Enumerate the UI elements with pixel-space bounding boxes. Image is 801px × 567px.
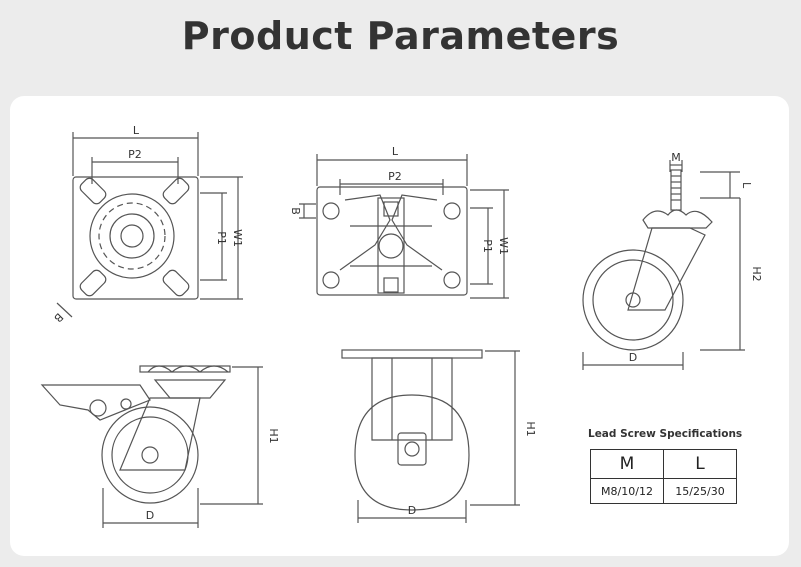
label-h1: H1 xyxy=(267,428,280,443)
label-b: B xyxy=(51,310,66,325)
label-p2: P2 xyxy=(128,148,142,161)
label-p1-rigid: P1 xyxy=(481,239,494,253)
label-p1: P1 xyxy=(215,231,228,245)
label-b-rigid: B xyxy=(289,207,302,215)
spec-value-m: M8/10/12 xyxy=(590,478,664,504)
rigid-caster-front-view xyxy=(341,349,520,523)
spec-value-l: 15/25/30 xyxy=(663,478,737,504)
threaded-stem-caster-view xyxy=(582,160,745,370)
label-l: L xyxy=(133,124,140,137)
label-l-rigid: L xyxy=(392,145,399,158)
label-h1-rigid: H1 xyxy=(524,421,537,436)
top-plate-view xyxy=(56,132,243,318)
label-w1: W1 xyxy=(231,229,244,247)
label-d-brake: D xyxy=(146,509,154,522)
spec-col-m: M xyxy=(590,449,664,479)
page-title: Product Parameters xyxy=(181,14,620,58)
brake-caster-side-view xyxy=(40,365,263,528)
label-w1-rigid: W1 xyxy=(497,237,510,255)
label-h2: H2 xyxy=(750,266,763,281)
label-m: M xyxy=(671,151,681,164)
label-d-rigid: D xyxy=(408,504,416,517)
label-p2-rigid: P2 xyxy=(388,170,402,183)
label-d-stem: D xyxy=(629,351,637,364)
rigid-plate-view xyxy=(299,154,509,299)
spec-col-l: L xyxy=(663,449,737,479)
spec-title: Lead Screw Specifications xyxy=(588,428,743,440)
spec-table: M L M8/10/12 15/25/30 xyxy=(590,449,737,504)
label-l-stem: L xyxy=(740,182,753,189)
